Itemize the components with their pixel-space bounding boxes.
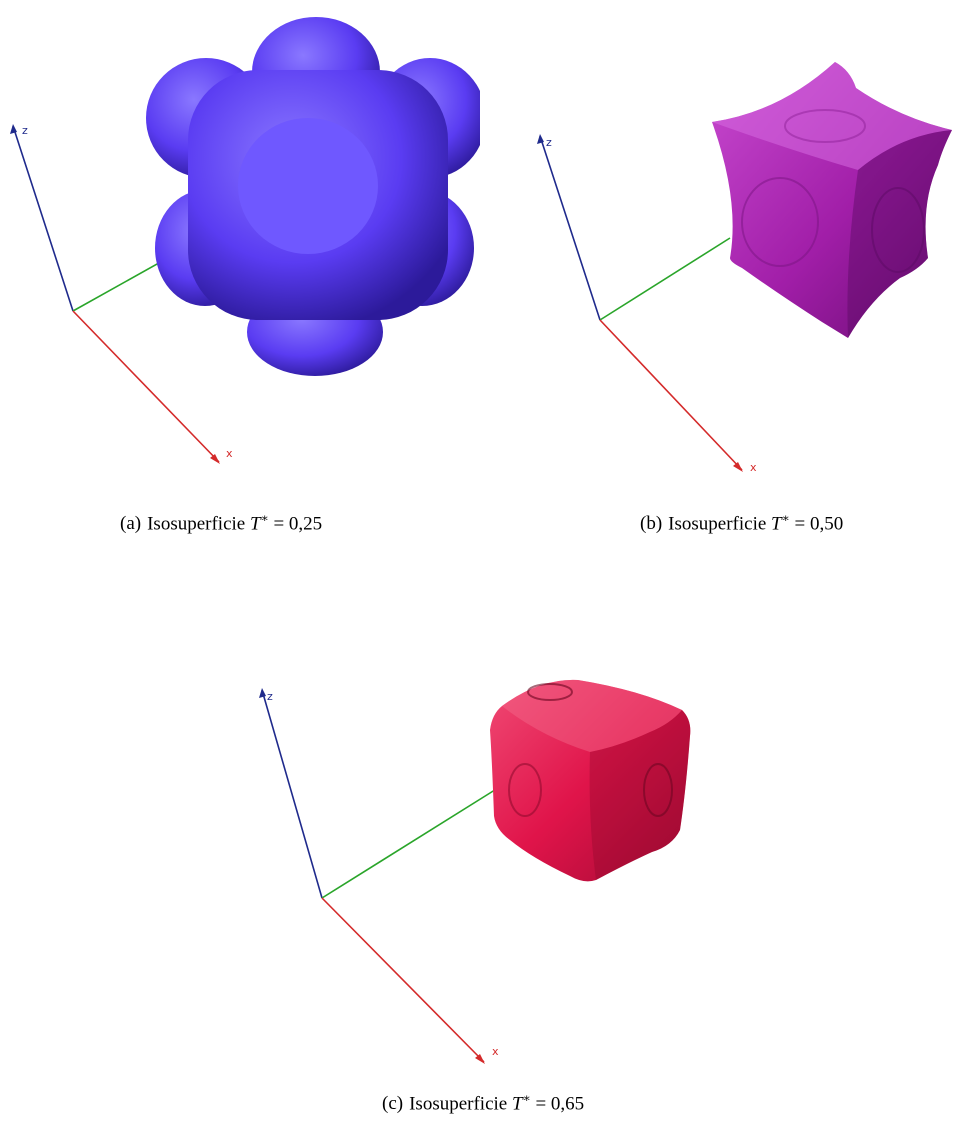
- y-axis: [321, 787, 499, 899]
- z-axis-arrow: [259, 688, 266, 698]
- z-axis: [539, 135, 601, 321]
- caption-symbol: T: [249, 513, 261, 535]
- z-axis: [261, 689, 323, 899]
- isosurface-shape-a: [146, 17, 480, 376]
- figure-panel-a: z x: [0, 0, 480, 480]
- caption-value: = 0,65: [535, 1093, 585, 1115]
- caption-tag: (b): [640, 513, 663, 535]
- isosurface-plot-a: z x: [10, 17, 480, 464]
- figure-panel-b: z x: [480, 0, 961, 480]
- caption-value: = 0,25: [273, 513, 323, 535]
- x-axis-arrow: [475, 1054, 485, 1064]
- figure-panel-c: z x: [240, 640, 720, 1080]
- z-axis-label: z: [22, 124, 28, 137]
- caption-value: = 0,50: [794, 513, 844, 535]
- caption-tag: (a): [120, 513, 142, 535]
- z-axis: [12, 125, 74, 312]
- y-axis: [599, 237, 731, 321]
- caption-sup: ∗: [781, 511, 790, 525]
- z-axis-arrow: [10, 124, 17, 134]
- caption-c: (c)Isosuperficie T∗ = 0,65: [382, 1091, 584, 1115]
- isosurface-shape-c: [490, 679, 691, 882]
- caption-sup: ∗: [260, 511, 269, 525]
- z-axis-label: z: [546, 136, 552, 149]
- isosurface-plot-c: z x: [259, 679, 691, 1064]
- caption-text: Isosuperficie: [668, 513, 767, 535]
- caption-symbol: T: [511, 1093, 523, 1115]
- caption-text: Isosuperficie: [147, 513, 246, 535]
- isosurface-plot-b: z x: [537, 62, 952, 474]
- x-axis-label: x: [492, 1045, 499, 1058]
- x-axis: [321, 897, 485, 1063]
- caption-tag: (c): [382, 1093, 404, 1115]
- x-axis-arrow: [733, 462, 743, 472]
- isosurface-shape-b: [712, 62, 952, 338]
- caption-a: (a)Isosuperficie T∗ = 0,25: [120, 511, 322, 535]
- caption-b: (b)Isosuperficie T∗ = 0,50: [640, 511, 843, 535]
- z-axis-arrow: [537, 134, 544, 144]
- caption-symbol: T: [771, 513, 782, 535]
- caption-text: Isosuperficie: [409, 1093, 508, 1115]
- x-axis-label: x: [750, 461, 757, 474]
- z-axis-label: z: [267, 690, 273, 703]
- x-axis: [599, 319, 743, 471]
- caption-sup: ∗: [522, 1091, 531, 1105]
- x-axis: [72, 310, 220, 463]
- x-axis-label: x: [226, 447, 233, 460]
- x-axis-arrow: [210, 454, 220, 464]
